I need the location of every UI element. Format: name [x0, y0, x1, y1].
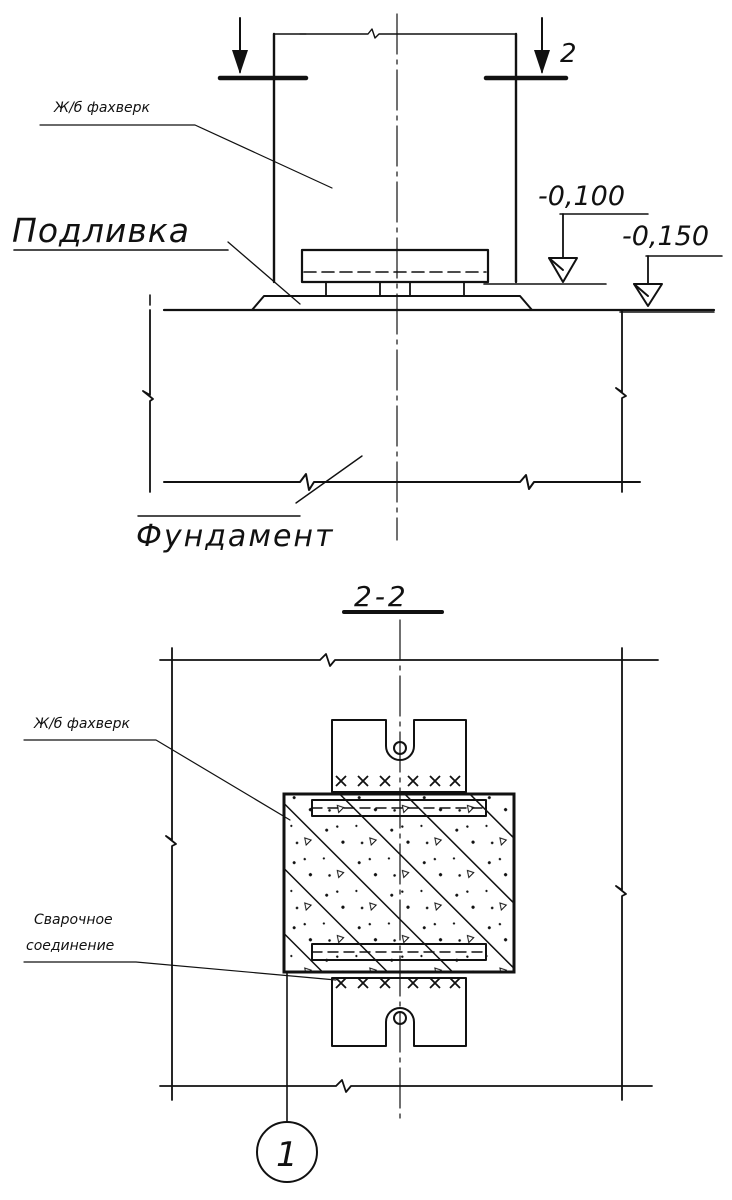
- level-mark-top: -0,100: [483, 181, 649, 285]
- weld-label-line2: соединение: [26, 938, 114, 954]
- foundation-label-text: Фундамент: [136, 519, 335, 554]
- node-callout: 1: [256, 971, 318, 1183]
- plan-section: 2-2: [23, 580, 659, 1183]
- base-plate: [300, 248, 490, 297]
- column-label-section: Ж/б фахверк: [23, 716, 291, 821]
- column-elevation: [272, 28, 518, 284]
- elevation-view: 2 Ж/б фахверк Подливка -0,100 -0,150: [12, 13, 723, 554]
- level-bottom-text: -0,150: [622, 221, 709, 252]
- foundation-plan: [159, 647, 659, 1101]
- column-label-elevation: Ж/б фахверк: [39, 100, 333, 189]
- column-label-text: Ж/б фахверк: [53, 100, 150, 116]
- column-label-section-text: Ж/б фахверк: [33, 716, 130, 732]
- foundation-block: [142, 294, 716, 504]
- node-number: 1: [276, 1135, 298, 1175]
- weld-label: Сварочное соединение: [23, 912, 337, 981]
- grout-label: Подливка: [12, 211, 301, 305]
- level-mark-bottom: -0,150: [619, 221, 723, 313]
- weld-label-line1: Сварочное: [34, 912, 113, 928]
- base-plate-plan: [331, 719, 467, 1047]
- weld-marks: [335, 775, 461, 989]
- section-marker-label: 2: [560, 39, 577, 69]
- section-cut-mark: 2: [217, 17, 577, 81]
- column-section: [282, 792, 516, 974]
- grout-layer: [251, 295, 533, 311]
- foundation-label: Фундамент: [136, 515, 335, 554]
- grout-label-text: Подливка: [12, 211, 190, 250]
- level-top-text: -0,100: [538, 181, 625, 212]
- section-title: 2-2: [354, 580, 409, 613]
